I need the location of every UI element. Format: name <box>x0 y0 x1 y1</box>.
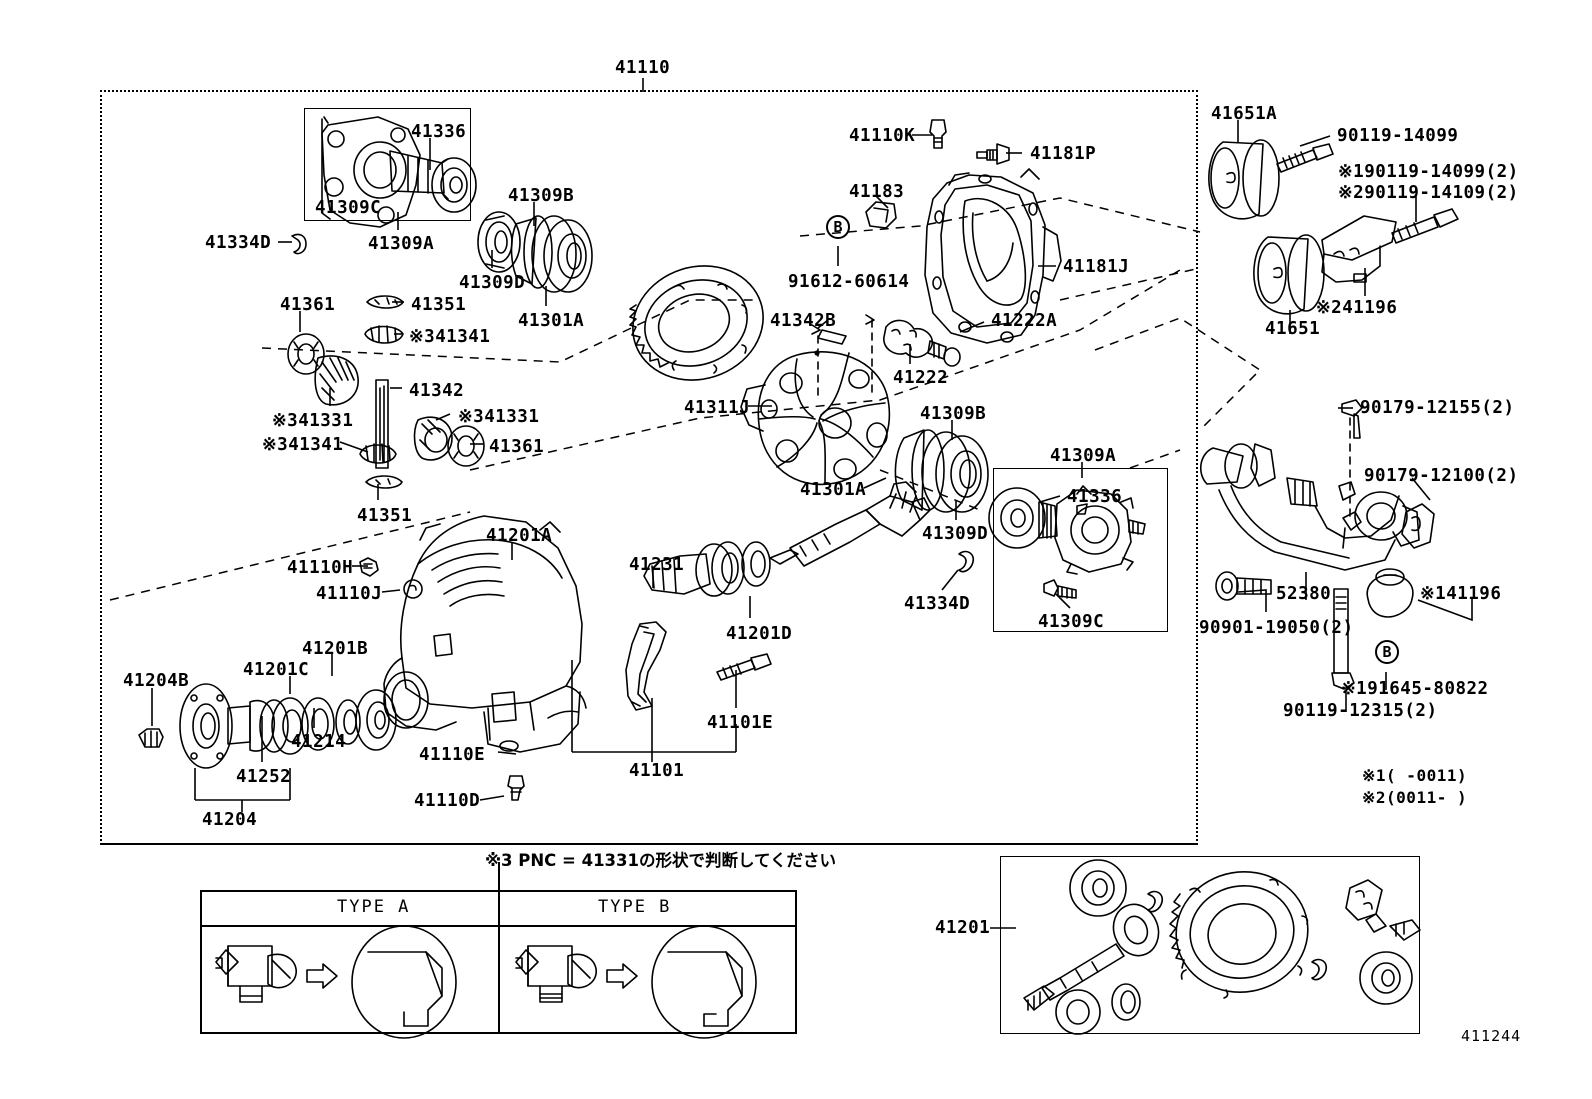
part-label-41201a: 41201A <box>486 526 553 546</box>
part-label-41201c: 41201C <box>243 660 310 680</box>
part-label-41309b-b: 41309B <box>920 404 987 424</box>
part-label-290119-14109: ※290119-14109(2) <box>1338 183 1519 203</box>
part-label-41334d-b: 41334D <box>904 594 971 614</box>
part-label-341341: ※341341 <box>409 327 491 347</box>
part-label-41309d-b: 41309D <box>922 524 989 544</box>
part-label-41222a: 41222A <box>991 311 1058 331</box>
part-label-41204b: 41204B <box>123 671 190 691</box>
part-label-141196: ※141196 <box>1420 584 1502 604</box>
part-label-41309a: 41309A <box>368 234 435 254</box>
part-label-41222: 41222 <box>893 368 949 388</box>
part-label-41311j: 41311J <box>684 398 751 418</box>
part-label-41301a-b: 41301A <box>800 480 867 500</box>
part-label-90119-12315: 90119-12315(2) <box>1283 701 1438 721</box>
part-label-41309b: 41309B <box>508 186 575 206</box>
part-label-41204: 41204 <box>202 810 258 830</box>
page-code: 411244 <box>1461 1027 1522 1045</box>
japanese-note: ※3 PNC = 41331の形状で判断してください <box>485 851 837 870</box>
part-label-41181p: 41181P <box>1030 144 1097 164</box>
part-label-41342b: 41342B <box>770 311 837 331</box>
part-label-41309c-b: 41309C <box>1038 612 1105 632</box>
part-label-41110k: 41110K <box>849 126 916 146</box>
part-label-190119-14099: ※190119-14099(2) <box>1338 162 1519 182</box>
part-label-41101: 41101 <box>629 761 685 781</box>
part-label-41252: 41252 <box>236 767 292 787</box>
part-label-90119-14099: 90119-14099 <box>1337 126 1459 146</box>
part-label-41110: 41110 <box>615 58 671 78</box>
part-label-90179-12155: 90179-12155(2) <box>1360 398 1515 418</box>
part-label-41361: 41361 <box>280 295 336 315</box>
part-label-41301a: 41301A <box>518 311 585 331</box>
part-label-41351-b: 41351 <box>357 506 413 526</box>
part-label-341341-b: ※341341 <box>262 435 344 455</box>
part-label-41361-b: 41361 <box>489 437 545 457</box>
table-header-type-b: TYPE B <box>598 897 672 917</box>
part-label-41351: 41351 <box>411 295 467 315</box>
part-label-41336-b: 41336 <box>1067 487 1123 507</box>
part-label-41342: 41342 <box>409 381 465 401</box>
part-label-91612-60614: 91612-60614 <box>788 272 910 292</box>
note-marker-b-2: B <box>1375 640 1399 664</box>
part-label-41214: 41214 <box>291 732 347 752</box>
part-label-41183: 41183 <box>849 182 905 202</box>
part-label-41231: 41231 <box>629 555 685 575</box>
part-label-341331-b: ※341331 <box>458 407 540 427</box>
inset-frame-41309a-left <box>304 108 471 221</box>
part-label-41110d: 41110D <box>414 791 481 811</box>
main-diagram-frame <box>100 90 1198 845</box>
part-label-41309a-b: 41309A <box>1050 446 1117 466</box>
part-label-341331: ※341331 <box>272 411 354 431</box>
part-label-41309c: 41309C <box>315 198 382 218</box>
part-label-41336: 41336 <box>411 122 467 142</box>
part-label-52380: 52380 <box>1276 584 1332 604</box>
table-header-type-a: TYPE A <box>337 897 411 917</box>
inset-frame-41201 <box>1000 856 1420 1034</box>
note-1: ※1( -0011) <box>1362 766 1468 785</box>
part-label-41651: 41651 <box>1265 319 1321 339</box>
part-label-191645-80822: ※191645-80822 <box>1341 679 1489 699</box>
part-label-241196: ※241196 <box>1316 298 1398 318</box>
part-label-41201d: 41201D <box>726 624 793 644</box>
part-label-41110h: 41110H <box>287 558 354 578</box>
part-label-90901-19050: 90901-19050(2) <box>1199 618 1354 638</box>
part-label-41334d: 41334D <box>205 233 272 253</box>
part-label-41201b: 41201B <box>302 639 369 659</box>
part-label-41651a: 41651A <box>1211 104 1278 124</box>
inset-frame-41309a-right <box>993 468 1168 632</box>
part-label-41181j: 41181J <box>1063 257 1130 277</box>
note-marker-b-1: B <box>826 215 850 239</box>
part-label-41110e: 41110E <box>419 745 486 765</box>
part-label-41110j: 41110J <box>316 584 383 604</box>
table-column-divider <box>498 862 500 1034</box>
part-label-41201-inset: 41201 <box>935 918 991 938</box>
part-label-41309d: 41309D <box>459 273 526 293</box>
note-2: ※2(0011- ) <box>1362 788 1468 807</box>
part-label-90179-12100: 90179-12100(2) <box>1364 466 1519 486</box>
part-label-41101e: 41101E <box>707 713 774 733</box>
